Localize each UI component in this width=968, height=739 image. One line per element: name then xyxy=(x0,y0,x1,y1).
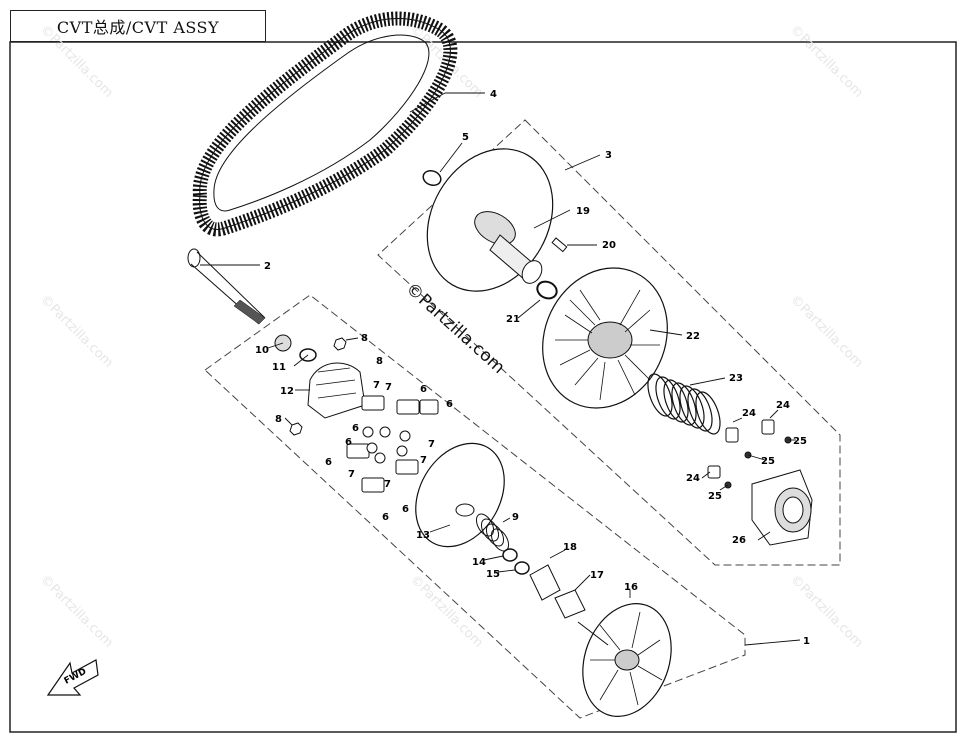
callout-13: 13 xyxy=(416,530,430,541)
callout-11: 11 xyxy=(272,362,286,373)
callout-6g: 6 xyxy=(382,512,389,523)
leader-lines xyxy=(200,92,801,646)
callout-6b: 6 xyxy=(446,399,453,410)
callout-15: 15 xyxy=(486,569,500,580)
callout-8c: 8 xyxy=(275,414,282,425)
callout-12: 12 xyxy=(280,386,294,397)
driven-spring xyxy=(647,373,721,435)
driven-fixed-sheave xyxy=(426,148,568,292)
screw xyxy=(289,422,303,436)
callout-8b: 8 xyxy=(376,356,383,367)
watermark-text: ©Partzilla.com xyxy=(787,572,866,651)
callout-10: 10 xyxy=(255,345,269,356)
screw xyxy=(333,337,347,351)
callout-26: 26 xyxy=(732,535,746,546)
drive-spring xyxy=(475,513,510,552)
partzilla-watermark: ©Partzilla.com xyxy=(402,279,509,378)
bushing xyxy=(529,564,561,601)
washer xyxy=(299,348,317,362)
callout-14: 14 xyxy=(472,557,486,568)
sleeve xyxy=(554,589,586,619)
watermark-text: ©Partzilla.com xyxy=(407,572,486,651)
callout-25c: 25 xyxy=(708,491,722,502)
callout-7e: 7 xyxy=(348,469,355,480)
watermark-text: ©Partzilla.com xyxy=(787,22,866,101)
callout-20: 20 xyxy=(602,240,616,251)
o-ring xyxy=(422,169,442,187)
callout-25b: 25 xyxy=(761,456,775,467)
watermark-text: ©Partzilla.com xyxy=(37,292,116,371)
ring xyxy=(502,548,518,562)
watermark-text: ©Partzilla.com xyxy=(787,292,866,371)
callout-24b: 24 xyxy=(776,400,790,411)
outer-frame xyxy=(9,41,957,733)
callout-7a: 7 xyxy=(373,380,380,391)
callout-21: 21 xyxy=(506,314,520,325)
callout-numbers: 4 5 3 19 20 2 21 22 23 24 24 25 25 24 25… xyxy=(255,89,810,647)
callout-7b: 7 xyxy=(385,382,392,393)
drive-belt xyxy=(192,11,458,237)
callout-16: 16 xyxy=(624,582,638,593)
driven-cam xyxy=(751,469,813,546)
callout-8a: 8 xyxy=(361,333,368,344)
driven-movable-sheave xyxy=(542,267,668,409)
callout-1: 1 xyxy=(803,636,810,647)
callout-7f: 7 xyxy=(384,479,391,490)
watermark-text: ©Partzilla.com xyxy=(37,22,116,101)
callout-25a: 25 xyxy=(793,436,807,447)
callout-19: 19 xyxy=(576,206,590,217)
callout-3: 3 xyxy=(605,150,612,161)
callout-6e: 6 xyxy=(325,457,332,468)
spider-assembly xyxy=(307,362,366,419)
callout-6f: 6 xyxy=(402,504,409,515)
callout-23: 23 xyxy=(729,373,743,384)
snap-ring xyxy=(536,280,558,300)
callout-22: 22 xyxy=(686,331,700,342)
drive-fixed-sheave xyxy=(577,603,672,717)
center-bolt xyxy=(187,248,266,325)
callout-6d: 6 xyxy=(345,437,352,448)
key-part xyxy=(551,237,568,253)
ring xyxy=(514,561,530,575)
diagram-title: CVT总成/CVT ASSY xyxy=(10,10,266,42)
watermark-text: ©Partzilla.com xyxy=(37,572,116,651)
forward-arrow: FWD xyxy=(46,659,99,696)
callout-6c: 6 xyxy=(352,423,359,434)
callout-6a: 6 xyxy=(420,384,427,395)
callout-2: 2 xyxy=(264,261,271,272)
callout-18: 18 xyxy=(563,542,577,553)
callout-5: 5 xyxy=(462,132,469,143)
callout-24a: 24 xyxy=(742,408,756,419)
callout-7d: 7 xyxy=(420,455,427,466)
callout-9: 9 xyxy=(512,512,519,523)
roller-weights xyxy=(346,395,439,493)
callout-4: 4 xyxy=(490,89,497,100)
callout-24c: 24 xyxy=(686,473,700,484)
callout-7c: 7 xyxy=(428,439,435,450)
callout-17: 17 xyxy=(590,570,604,581)
driven-pulley-group-outline xyxy=(377,119,841,566)
